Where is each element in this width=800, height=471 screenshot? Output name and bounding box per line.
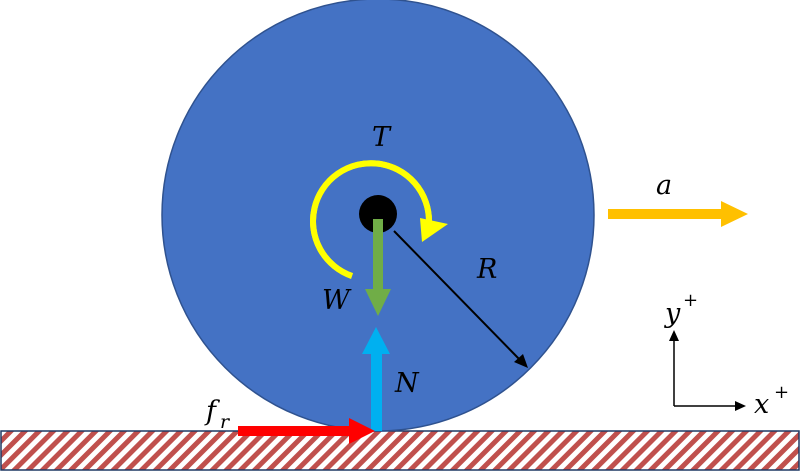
weight-label: W: [322, 285, 352, 316]
coordinate-axes: [669, 330, 746, 411]
y-axis-label-superscript: +: [683, 290, 698, 311]
normal-arrow-icon: [362, 327, 390, 431]
acceleration-label: a: [656, 170, 672, 201]
friction-label: f: [204, 396, 220, 427]
radius-label: R: [476, 254, 497, 285]
friction-label-subscript: r: [220, 411, 231, 433]
normal-label: N: [394, 368, 420, 399]
friction-arrow-icon: [238, 418, 375, 444]
axle: [359, 195, 397, 233]
radius-line: [393, 230, 528, 368]
ground-surface: [0, 430, 800, 471]
y-axis-label: y: [664, 298, 681, 329]
x-axis-label: x: [754, 389, 769, 420]
torque-label: T: [372, 122, 392, 153]
weight-arrow-icon: [365, 219, 391, 316]
acceleration-arrow-icon: [608, 201, 748, 227]
x-axis-label-superscript: +: [774, 382, 789, 403]
torque-arrow-icon: [310, 160, 448, 279]
